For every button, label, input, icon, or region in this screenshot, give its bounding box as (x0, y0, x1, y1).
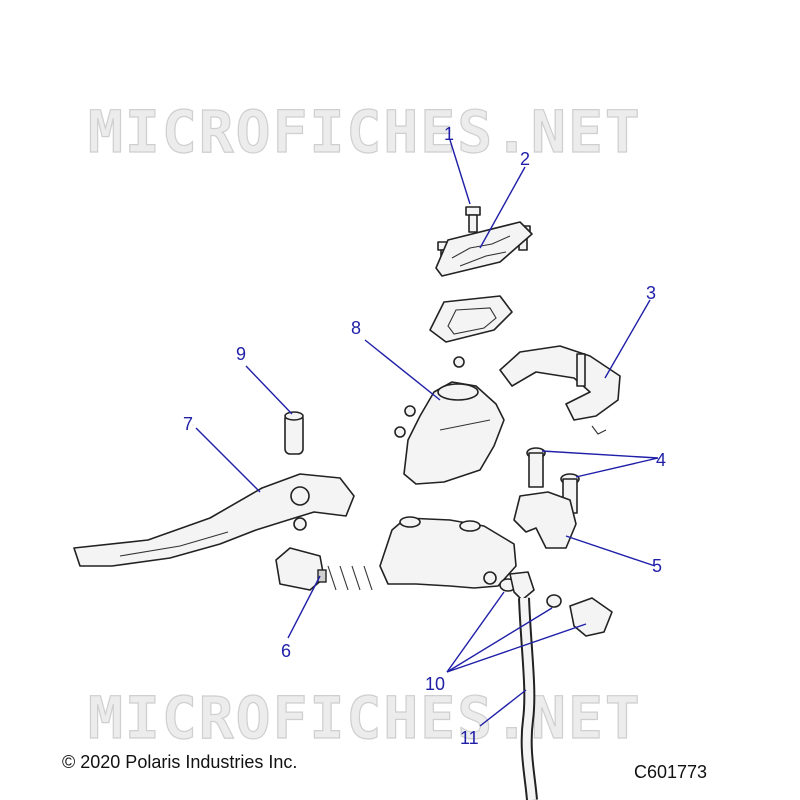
callout-labels: 1 2 3 4 5 6 7 8 9 10 11 (183, 124, 666, 748)
callout-4: 4 (656, 450, 666, 470)
copyright-notice: © 2020 Polaris Industries Inc. (62, 752, 298, 772)
part-2-reservoir-cover (435, 221, 533, 277)
part-6-piston-spring (275, 547, 373, 591)
part-8-reservoir-body (394, 356, 505, 485)
part-9-pin (284, 411, 304, 455)
drawing-number: C601773 (634, 762, 708, 782)
callout-5: 5 (652, 556, 662, 576)
part-4-bolts (526, 447, 580, 514)
part-11-brake-line (509, 571, 538, 800)
callout-8: 8 (351, 318, 361, 338)
part-7-lever (73, 473, 355, 567)
callout-6: 6 (281, 641, 291, 661)
leader-lines (195, 139, 659, 727)
callout-1: 1 (444, 124, 454, 144)
watermark-top: MICROFICHES.NET (88, 98, 642, 166)
callout-2: 2 (520, 149, 530, 169)
part-3-bracket (499, 345, 621, 435)
callout-3: 3 (646, 283, 656, 303)
part-5-clamp (513, 491, 577, 549)
callout-9: 9 (236, 344, 246, 364)
watermark-bottom: MICROFICHES.NET (88, 684, 642, 752)
master-cylinder-body (379, 516, 517, 589)
callout-10: 10 (425, 674, 445, 694)
reservoir-gasket (429, 295, 513, 343)
callout-7: 7 (183, 414, 193, 434)
callout-11: 11 (460, 728, 479, 748)
